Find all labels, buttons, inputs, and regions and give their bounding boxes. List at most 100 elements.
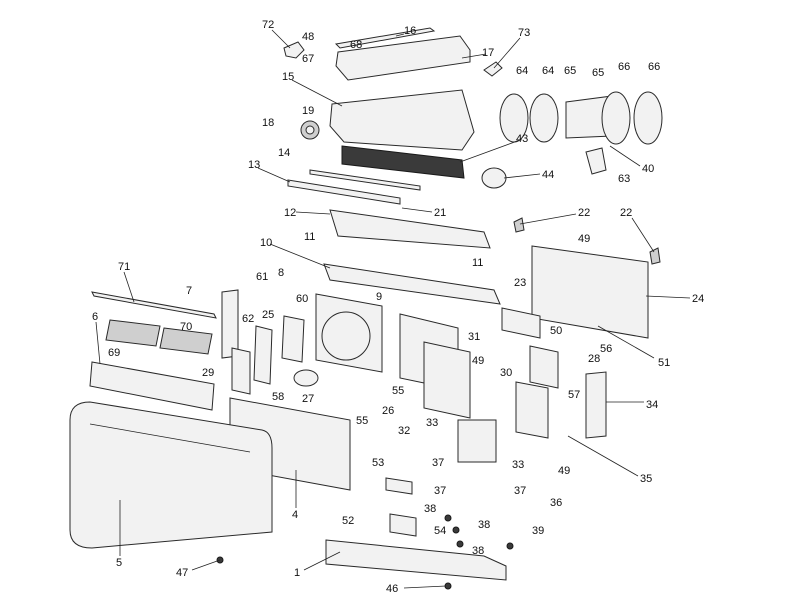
callout-7: 7 [186,285,192,297]
callout-21: 21 [434,207,446,219]
leader-43 [459,139,521,163]
part-34-side-panel [585,371,607,439]
part-13-rod [287,179,401,205]
part-43-crossflow-fan [341,145,465,179]
leader-73 [493,37,521,69]
part-53-bracket [385,477,413,495]
callout-73: 73 [518,27,530,39]
callout-25: 25 [262,309,274,321]
part-22-sensor-a [513,217,525,233]
part-16-top-strip [334,27,436,49]
callout-37c: 37 [514,485,526,497]
part-38-nut-b [452,526,460,534]
callout-35: 35 [640,473,652,485]
part-73-bracket [483,61,503,77]
callout-1: 1 [294,567,300,579]
part-28-bracket [529,345,559,389]
callout-46: 46 [386,583,398,595]
callout-66b: 66 [648,61,660,73]
part-26-blower [321,311,371,361]
part-24-back-panel [531,245,649,339]
leader-44 [503,173,541,179]
callout-70: 70 [180,321,192,333]
part-38-nut-c [456,540,464,548]
callout-64a: 64 [516,65,528,77]
leader-10 [269,243,331,269]
part-64-ring-b [529,93,559,143]
callout-6: 6 [92,311,98,323]
part-62-plate [253,325,273,385]
parts-layer [69,27,663,590]
callout-26: 26 [382,405,394,417]
callout-54: 54 [434,525,446,537]
part-66-grille-a [601,91,631,145]
callout-62: 62 [242,313,254,325]
callout-69: 69 [108,347,120,359]
callout-22a: 22 [578,207,590,219]
callout-16: 16 [404,25,416,37]
callout-5: 5 [116,557,122,569]
callout-10: 10 [260,237,272,249]
callout-11a: 11 [304,231,315,243]
callout-50: 50 [550,325,562,337]
part-27-motor [293,369,319,387]
leader-21 [401,207,433,213]
callout-43: 43 [516,133,528,145]
part-1-base-tray [325,539,507,581]
callout-33a: 33 [426,417,438,429]
part-36-pipe-assembly [515,381,549,439]
part-72-bracket [283,41,305,59]
callout-14: 14 [278,147,290,159]
callout-28: 28 [588,353,600,365]
part-70-filter [159,327,213,355]
part-12-upper-tray [329,209,491,249]
callout-67: 67 [302,53,314,65]
part-69-filter [105,319,161,347]
part-52-valve [389,513,417,537]
part-15-louver-frame [329,89,475,151]
leader-12 [295,211,331,215]
part-17-top-cover [335,35,471,81]
callout-29: 29 [202,367,214,379]
callout-40: 40 [642,163,654,175]
callout-68: 68 [350,39,362,51]
part-5-cover-slot [89,423,251,453]
callout-64b: 64 [542,65,554,77]
callout-49b: 49 [472,355,484,367]
part-38-nut-a [444,514,452,522]
part-6-grille [89,361,215,411]
leader-71 [123,271,135,303]
callout-60: 60 [296,293,308,305]
leader-22b [631,217,655,253]
leader-15 [291,79,343,107]
callout-55b: 55 [356,415,368,427]
callout-48: 48 [302,31,314,43]
callout-51: 51 [658,357,670,369]
part-19-bearing-cap [305,125,315,135]
leader-72 [271,29,291,49]
callout-8: 8 [278,267,284,279]
callout-30: 30 [500,367,512,379]
callout-11b: 11 [472,257,483,269]
callout-56: 56 [600,343,612,355]
callout-23: 23 [514,277,526,289]
callout-12: 12 [284,207,296,219]
part-33-compressor [457,419,497,463]
callout-27: 27 [302,393,314,405]
callout-55a: 55 [392,385,404,397]
callout-72: 72 [262,19,274,31]
part-29-board [231,347,251,395]
callout-38c: 38 [472,545,484,557]
part-5-front-cover [69,401,273,549]
part-14-guide [309,169,421,191]
callout-labels-layer: 72 16 73 48 68 67 17 15 19 18 14 13 43 4… [92,19,704,595]
part-7-side-panel [221,289,239,359]
part-22-sensor-b [649,247,661,265]
callout-15: 15 [282,71,294,83]
callout-19: 19 [302,105,314,117]
callout-38a: 38 [424,503,436,515]
part-10-panel [323,263,501,305]
callout-17: 17 [482,47,494,59]
leader-46 [403,585,447,589]
